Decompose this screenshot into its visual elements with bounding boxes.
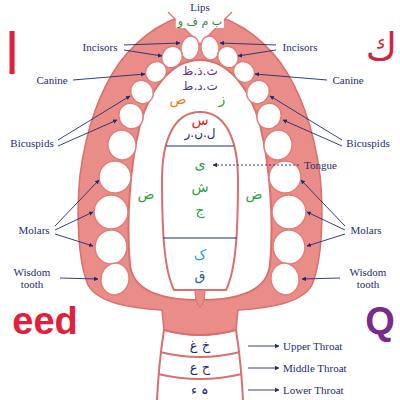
throat-side — [157, 330, 164, 400]
watermark: ك — [366, 27, 397, 69]
leader-line — [220, 43, 276, 45]
tongue-pointer — [213, 165, 300, 166]
part-label: Lower Throat — [283, 384, 344, 396]
tooth — [94, 195, 128, 229]
part-label: Incisors — [283, 41, 318, 53]
tooth — [98, 160, 133, 195]
arabic-letter: ی — [195, 157, 206, 172]
part-label: Middle Throat — [283, 362, 347, 374]
tooth — [94, 229, 129, 266]
leader-line — [270, 96, 342, 140]
letter-group: ث.ذ.ظ — [182, 65, 217, 78]
leader-line — [124, 43, 180, 45]
leader-line — [238, 50, 276, 56]
letter-group: ح ع — [190, 361, 210, 375]
part-label: Bicuspids — [10, 137, 53, 149]
arabic-letter: ز — [219, 92, 226, 107]
tooth — [105, 127, 140, 163]
arabic-letter: ج — [195, 203, 204, 218]
leader-line — [124, 50, 162, 56]
arabic-letter: ض — [246, 187, 263, 202]
part-label: Wisdom tooth — [344, 266, 392, 290]
arabic-letter: ق — [195, 268, 206, 283]
lip-notch — [168, 12, 232, 44]
arabic-letter: ص — [170, 92, 187, 107]
leader-line — [307, 212, 345, 230]
leader-lines — [55, 43, 345, 390]
leader-line — [55, 234, 93, 246]
leader-line — [58, 96, 130, 140]
arabic-letter: س — [191, 113, 208, 128]
tooth — [268, 261, 301, 297]
part-label: Molars — [18, 224, 49, 236]
leader-line — [248, 368, 279, 369]
tooth — [115, 99, 148, 133]
leader-line — [307, 234, 345, 246]
leader-line — [60, 278, 98, 279]
part-label: Canine — [36, 74, 67, 86]
leader-line — [248, 390, 279, 391]
watermark: Q — [365, 301, 395, 343]
leader-line — [248, 346, 279, 347]
part-label: Canine — [332, 74, 363, 86]
leader-line — [283, 120, 342, 146]
part-label: Molars — [350, 224, 381, 236]
part-label: Lips — [190, 1, 210, 13]
arabic-letter: ش — [191, 180, 208, 195]
tooth — [253, 99, 286, 133]
tongue-divider — [163, 238, 237, 239]
arabic-letter: ک — [194, 248, 207, 263]
letter-group: خ غ — [190, 339, 210, 353]
tooth — [272, 229, 307, 266]
tooth — [98, 261, 131, 297]
tooth — [272, 195, 306, 229]
letter-group: ب م ف و — [176, 16, 224, 28]
leader-line — [73, 74, 145, 80]
throat — [157, 330, 243, 400]
leader-line — [55, 212, 93, 230]
teeth — [94, 35, 307, 298]
tongue-outline — [162, 112, 238, 290]
part-label: Upper Throat — [283, 340, 342, 352]
watermark: ا — [4, 24, 20, 86]
letter-group: ل.ن.ر — [185, 127, 216, 140]
gum-outline — [78, 14, 322, 335]
leader-line — [255, 74, 327, 80]
part-label: Wisdom tooth — [8, 266, 56, 290]
part-label: Tongue — [304, 159, 337, 171]
tongue-divider — [166, 146, 234, 147]
letter-group: ہ ء — [191, 383, 209, 397]
part-label: Bicuspids — [346, 137, 389, 149]
leader-line — [58, 120, 117, 146]
uvula — [195, 290, 205, 307]
letter-group: ت.د.ط — [182, 80, 217, 93]
throat-side — [236, 330, 243, 400]
watermark: eed — [12, 301, 77, 343]
part-label: Incisors — [83, 41, 118, 53]
leader-line — [302, 278, 340, 279]
arabic-letter: ض — [138, 187, 155, 202]
tooth — [261, 127, 296, 163]
throat-band — [164, 330, 236, 335]
